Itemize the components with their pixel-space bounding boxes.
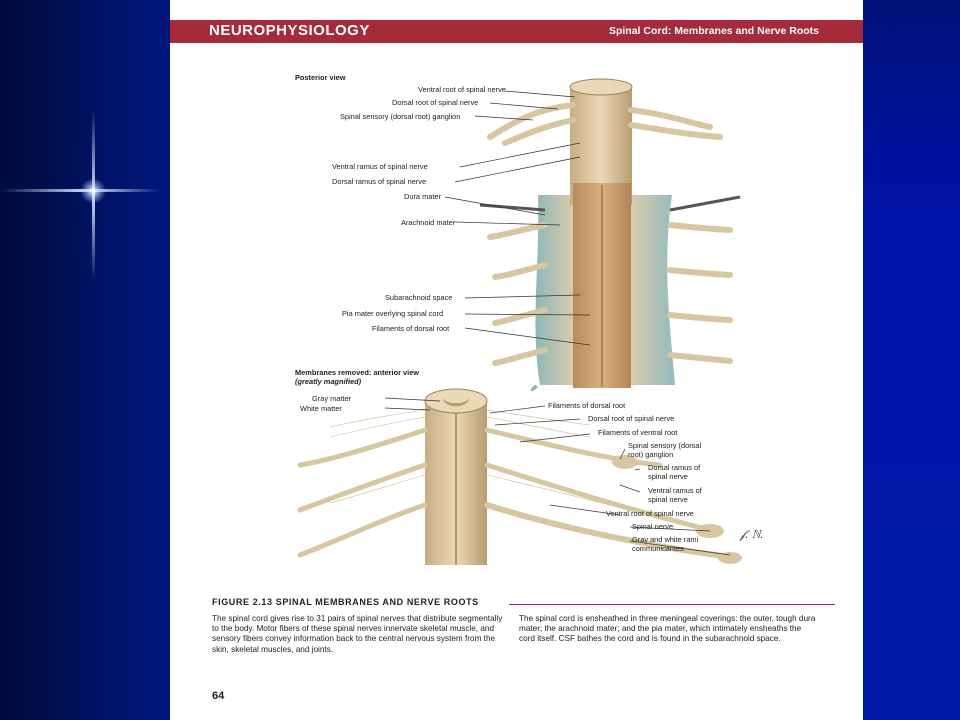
label-rami-communicantes-1: Gray and white rami: [632, 535, 699, 544]
caption-right-column: The spinal cord is ensheathed in three m…: [519, 614, 816, 644]
figure-title: FIGURE 2.13 SPINAL MEMBRANES AND NERVE R…: [212, 597, 479, 607]
label-dorsal-ramus-ant-2: spinal nerve: [648, 472, 688, 481]
anterior-view-subheading: (greatly magnified): [295, 377, 362, 386]
label-ventral-ramus-ant-1: Ventral ramus of: [648, 486, 702, 495]
label-ventral-ramus: Ventral ramus of spinal nerve: [332, 162, 428, 171]
label-filaments-dorsal-root: Filaments of dorsal root: [372, 324, 450, 333]
label-ventral-root: Ventral root of spinal nerve: [418, 85, 506, 94]
posterior-view-heading: Posterior view: [295, 73, 346, 82]
label-ventral-ramus-ant-2: spinal nerve: [648, 495, 688, 504]
label-spinal-ganglion: Spinal sensory (dorsal root) ganglion: [340, 112, 461, 121]
label-ventral-root-ant: Ventral root of spinal nerve: [606, 509, 694, 518]
label-dorsal-ramus-ant-1: Dorsal ramus of: [648, 463, 701, 472]
label-dorsal-root: Dorsal root of spinal nerve: [392, 98, 479, 107]
label-filaments-ventral-root: Filaments of ventral root: [598, 428, 678, 437]
label-pia-mater: Pia mater overlying spinal cord: [342, 309, 444, 318]
topic-title: Spinal Cord: Membranes and Nerve Roots: [608, 25, 819, 37]
label-dorsal-ramus: Dorsal ramus of spinal nerve: [332, 177, 427, 186]
label-subarachnoid-space: Subarachnoid space: [385, 293, 453, 302]
artist-signature: 𝒻. ℕ.: [740, 527, 764, 541]
caption-rule: [509, 604, 835, 605]
lens-flare-core: [80, 178, 106, 204]
label-spinal-nerve: Spinal nerve: [632, 522, 674, 531]
label-rami-communicantes-2: communicantes: [632, 544, 684, 553]
label-ganglion-ant-2: root) ganglion: [628, 450, 674, 459]
label-arachnoid-mater: Arachnoid mater: [401, 218, 456, 227]
label-ganglion-ant-1: Spinal sensory (dorsal: [628, 441, 702, 450]
anterior-view-heading: Membranes removed: anterior view: [295, 368, 420, 377]
label-dorsal-root-ant: Dorsal root of spinal nerve: [588, 414, 675, 423]
section-title: NEUROPHYSIOLOGY: [209, 22, 370, 39]
label-gray-matter: Gray matter: [312, 394, 352, 403]
textbook-page: NEUROPHYSIOLOGY Spinal Cord: Membranes a…: [170, 0, 863, 720]
slide-background-right: [863, 0, 960, 720]
page-header: NEUROPHYSIOLOGY Spinal Cord: Membranes a…: [170, 20, 863, 43]
label-white-matter: White matter: [300, 404, 342, 413]
caption-left-column: The spinal cord gives rise to 31 pairs o…: [212, 614, 503, 654]
page-number: 64: [212, 690, 225, 702]
label-filaments-dorsal-root-ant: Filaments of dorsal root: [548, 401, 626, 410]
spinal-cord-illustration: [297, 78, 742, 565]
label-dura-mater: Dura mater: [404, 192, 441, 201]
